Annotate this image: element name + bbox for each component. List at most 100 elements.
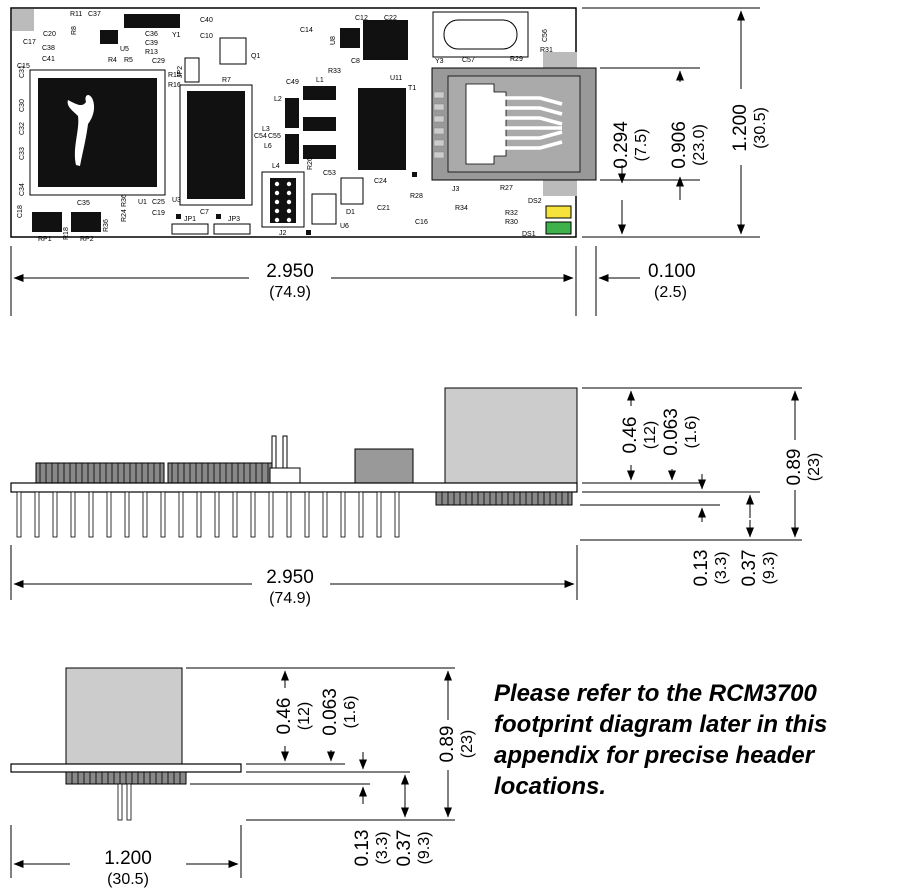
c36-label: C36 [145,31,158,38]
dim-side-width-mm: (74.9) [269,590,311,607]
dim-top-width: 2.950 [266,261,314,282]
c17-label: C17 [23,39,36,46]
top-view: U1 C31 C30 C32 C33 C34 U3 R7 C7 Y3 U11 C… [10,7,769,316]
r30-label: R30 [505,219,518,226]
end-view-dimensions [10,667,455,878]
dim-side-0063-mm: (1.6) [683,416,700,449]
dim-end-046-mm: (12) [296,702,313,730]
c24-label: C24 [374,178,387,185]
dim-side-037: 0.37 [739,550,760,587]
side-header-ticks [39,463,275,483]
r5-label: R5 [124,57,133,64]
dim-jack-offset: 0.294 [611,121,632,169]
u1-label: U1 [138,199,147,206]
r4-label: R4 [108,57,117,64]
rp2-pack [71,212,101,232]
dim-end-046: 0.46 [274,698,295,735]
y1-label: Y1 [172,32,181,39]
r31-label: R31 [540,47,553,54]
r16-label: R16 [168,82,181,89]
t1-transformer: T1 [358,85,417,177]
jp3-label: JP3 [228,216,240,223]
y1-crystal [124,14,180,28]
c55-label: C55 [268,133,281,140]
inductors: L1 L2 L3 L4 L6 C49 C54 C55 C53 [254,77,336,177]
u3-label: U3 [172,197,181,204]
dim-end-037: 0.37 [394,830,415,867]
u5-chip [100,30,118,44]
dim-end-0063-mm: (1.6) [342,696,359,729]
r18-label: R18 [63,227,70,240]
l2-label: L2 [274,96,282,103]
dim-top-height-mm: (30.5) [752,107,769,149]
dim-end-037-mm: (9.3) [416,832,433,865]
r13-label: R13 [145,49,158,56]
side-pins [16,491,400,538]
c12-label: C12 [355,15,368,22]
c7-label: C7 [200,209,209,216]
ds2-label: DS2 [528,198,542,205]
r34-label: R34 [455,205,468,212]
dim-end-089-mm: (23) [459,730,476,758]
r11-label: R11 [70,11,82,18]
c19-label: C19 [152,210,165,217]
r28-label: R28 [410,193,423,200]
c49-label: C49 [286,79,299,86]
r29-label: R29 [510,56,523,63]
u5-label: U5 [120,46,129,53]
dim-jack-offset-mm: (7.5) [633,129,650,162]
c35-label: C35 [77,200,90,207]
jp2-label: JP2 [177,66,184,78]
ds2-led [545,205,572,219]
c20-label: C20 [43,31,56,38]
dim-end-013: 0.13 [352,830,373,867]
jp2-jumper [184,57,200,83]
r27-label: R27 [500,185,513,192]
r32-label: R32 [505,210,518,217]
l6-label: L6 [264,143,272,150]
l1-label: L1 [316,77,324,84]
c56-label: C56 [542,29,549,42]
u8-chip [340,28,360,48]
y3-crystal: Y3 [432,11,529,65]
corner-tab [12,9,34,31]
c41-label: C41 [42,56,55,63]
dim-side-046: 0.46 [620,417,641,454]
top-view-dimensions [10,7,760,316]
r33-label: R33 [328,68,341,75]
dim-side-089: 0.89 [784,449,805,486]
c30-label: C30 [19,99,26,112]
c14-label: C14 [300,27,313,34]
end-pcb [10,763,242,773]
end-view: 1.200 (30.5) 0.46 (12) 0.063 (1.6) 0.89 … [10,667,476,888]
r8-label: R8 [71,26,78,35]
rp1-pack [32,212,62,232]
r7-label: R7 [222,77,231,84]
l3-label: L3 [262,126,270,133]
footprint-note: Please refer to the RCM3700 footprint di… [494,680,828,800]
dim-jack-width: 0.906 [669,121,690,169]
dim-top-height: 1.200 [730,104,751,152]
dim-jack-width-mm: (23.0) [691,124,708,166]
dim-overhang: 0.100 [648,261,696,282]
c25-label: C25 [152,199,165,206]
top-view-dim-text: 2.950 (74.9) 0.100 (2.5) 0.294 (7.5) 0.9… [266,104,769,301]
dim-side-046-mm: (12) [642,421,659,449]
d1-label: D1 [346,209,355,216]
l4-label: L4 [272,163,280,170]
ds1-led [545,221,572,235]
j3-rj45-jack: J3 [431,52,597,196]
u11-chip: U11 C12 C22 C8 R33 [328,15,408,82]
dim-side-013-mm: (3.3) [713,552,730,585]
r36b-label: R36 [121,194,128,207]
end-view-dim-text: 1.200 (30.5) 0.46 (12) 0.063 (1.6) 0.89 … [104,688,476,888]
rabbit-logo [67,95,95,166]
c33-label: C33 [19,147,26,160]
side-pcb [10,482,578,493]
q1-transistor [219,37,247,65]
c34-label: C34 [19,183,26,196]
j2-label: J2 [279,230,287,237]
dim-end-width: 1.200 [104,848,152,869]
c18-label: C18 [17,205,24,218]
